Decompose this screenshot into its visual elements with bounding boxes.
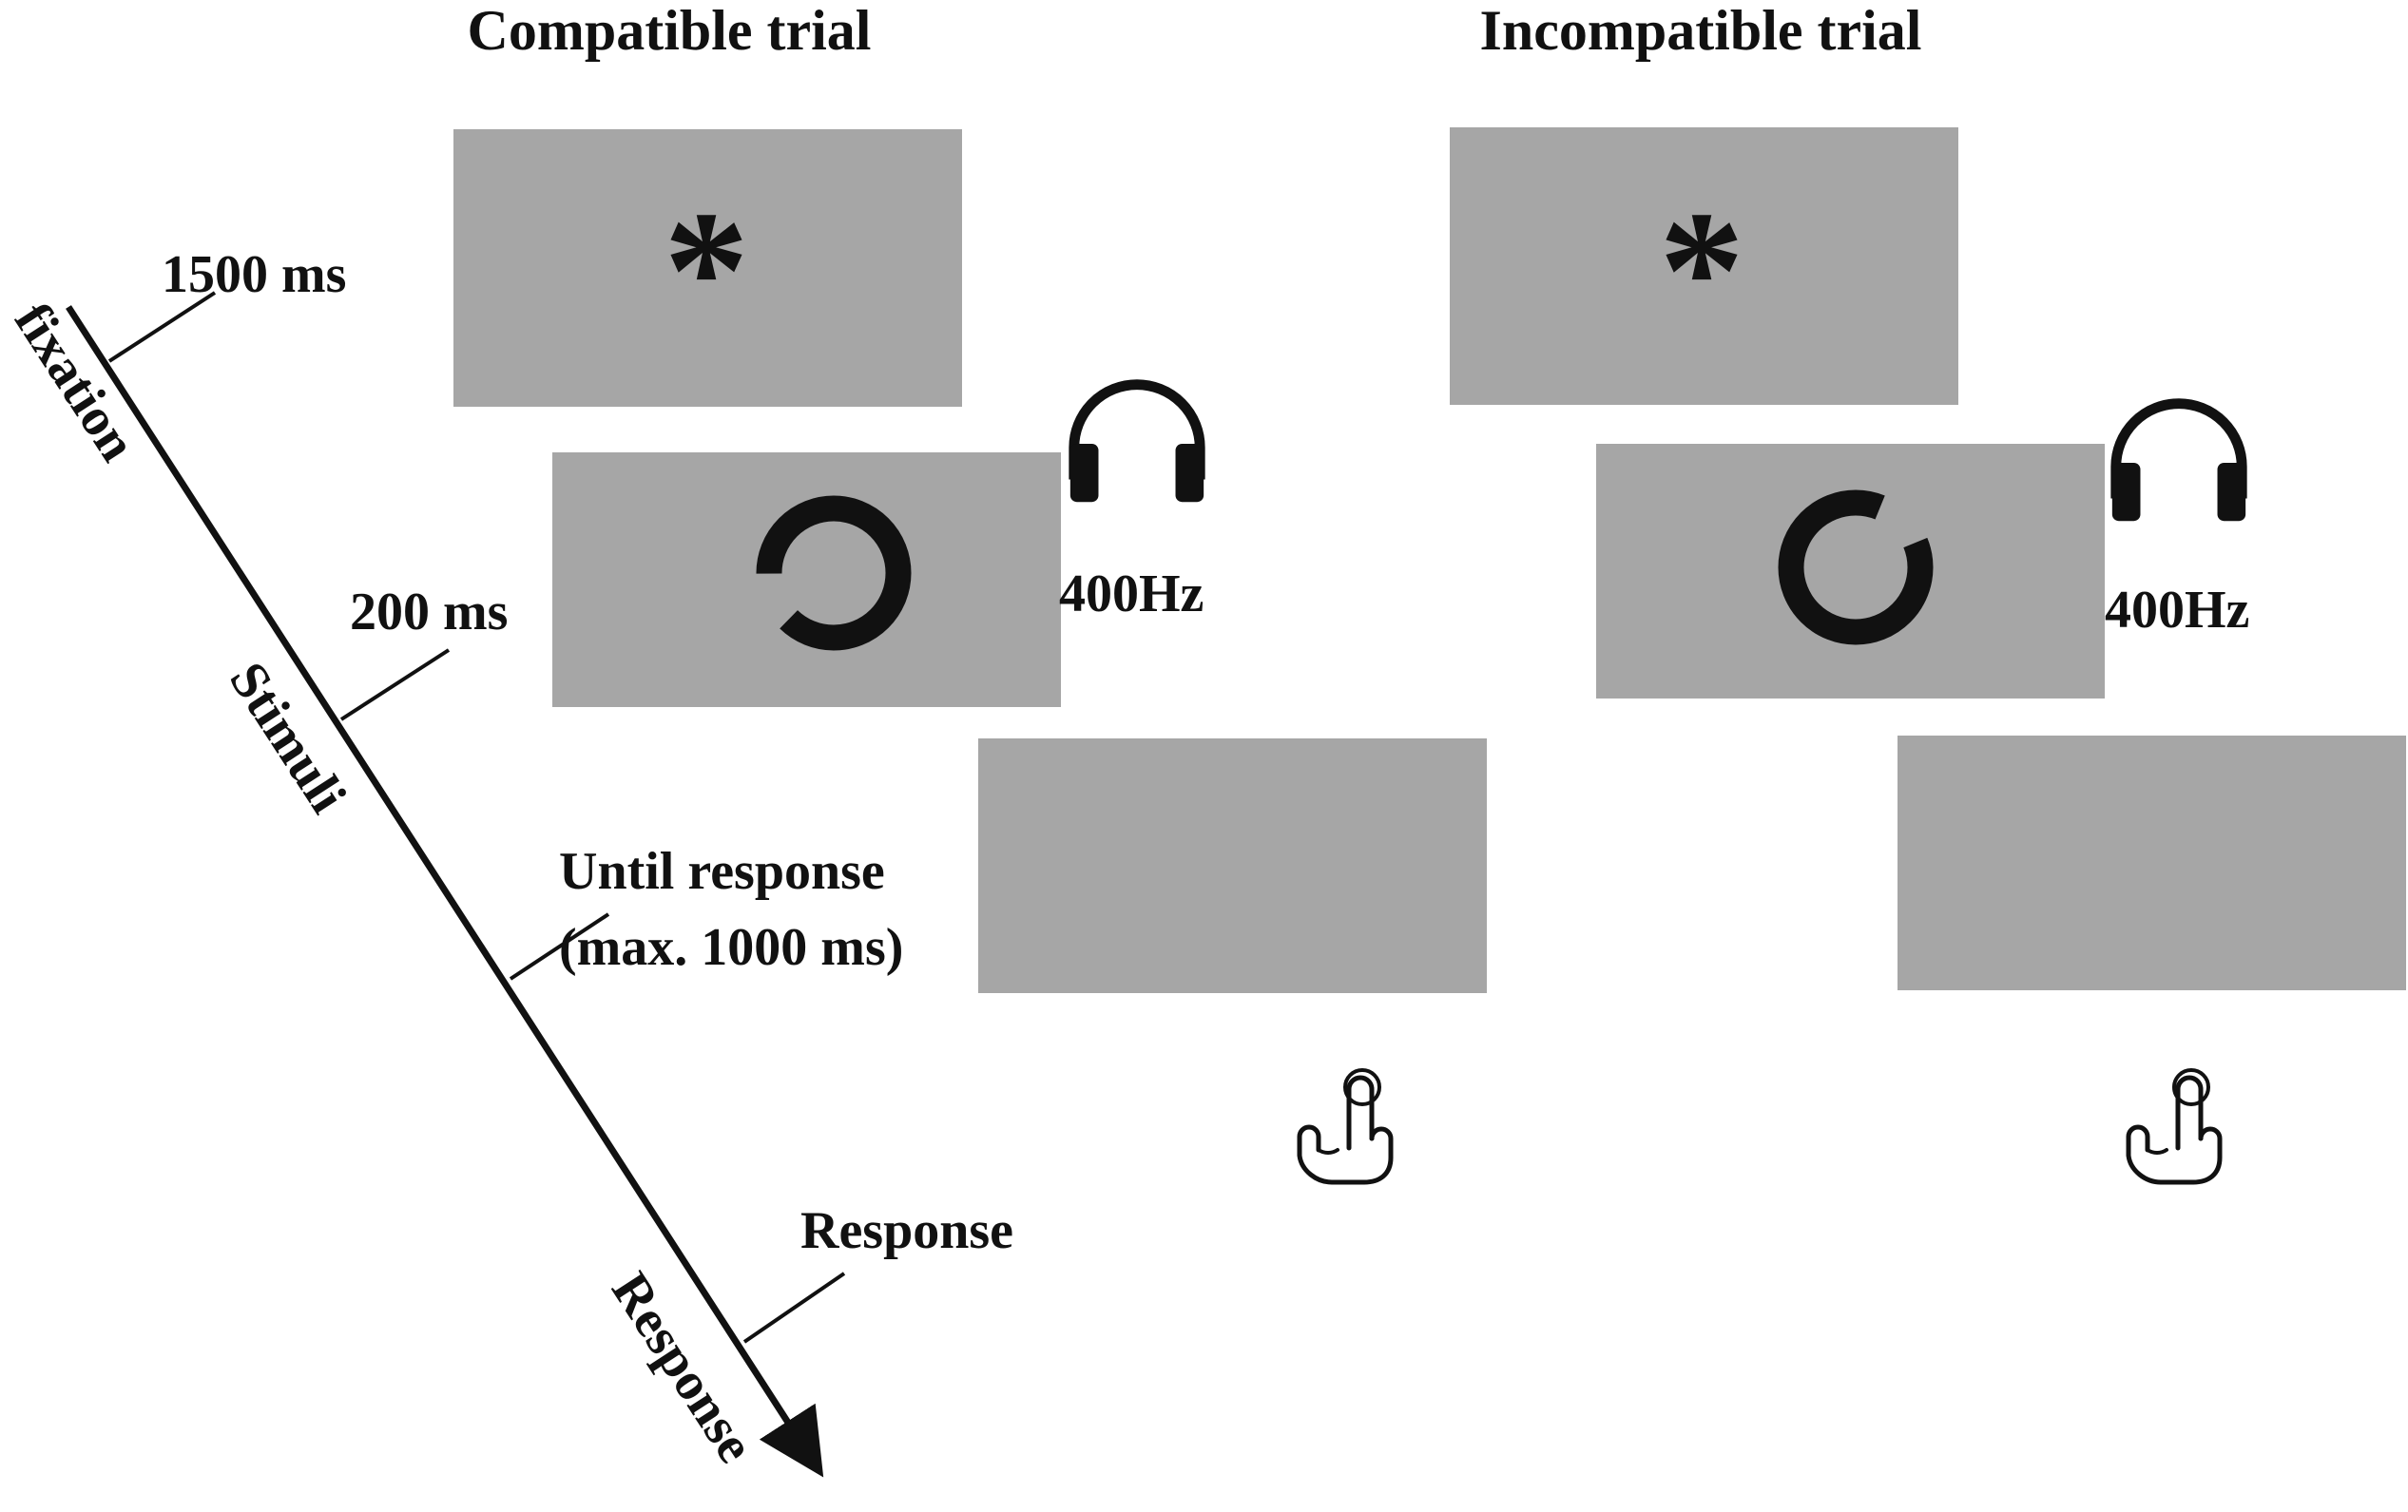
finger-press-icon xyxy=(1300,1070,1391,1182)
duration-response-line2: (max. 1000 ms) xyxy=(559,918,903,977)
response-screen xyxy=(1898,736,2406,990)
incompatible-trial: Incompatible trial * 400Hz xyxy=(1450,0,2406,1182)
tone-label: 400Hz xyxy=(1059,565,1204,623)
fixation-cross: * xyxy=(1659,176,1744,365)
timeline: 1500 ms 200 ms Until response (max. 1000… xyxy=(3,245,1013,1478)
tick-response xyxy=(742,1272,846,1344)
incompatible-trial-title: Incompatible trial xyxy=(1480,0,1922,62)
phase-response: Response xyxy=(600,1262,765,1473)
duration-fixation: 1500 ms xyxy=(162,245,346,304)
fixation-screen xyxy=(1450,127,1958,405)
phase-stimuli: Stimuli xyxy=(218,652,357,823)
ring-stimulus xyxy=(756,495,912,651)
finger-press-icon xyxy=(2129,1070,2220,1182)
headphones-icon xyxy=(1070,385,1204,503)
stimulus-screen xyxy=(1596,444,2105,699)
fixation-cross: * xyxy=(664,176,749,365)
compatible-trial: Compatible trial * 400Hz xyxy=(453,0,1487,1182)
tick-fixation xyxy=(107,291,217,363)
tick-until-response xyxy=(509,912,610,981)
tick-stimuli xyxy=(339,648,451,721)
duration-stimuli: 200 ms xyxy=(350,583,508,641)
tone-label: 400Hz xyxy=(2105,581,2249,640)
response-screen xyxy=(978,738,1487,993)
fixation-screen xyxy=(453,129,962,407)
stimulus-screen xyxy=(552,452,1061,707)
response-tick-label: Response xyxy=(800,1201,1013,1260)
compatible-trial-title: Compatible trial xyxy=(468,0,872,62)
ring-stimulus xyxy=(1778,489,1934,645)
headphones-icon xyxy=(2112,404,2245,522)
timeline-axis xyxy=(66,305,824,1478)
duration-response-line1: Until response xyxy=(559,842,885,901)
